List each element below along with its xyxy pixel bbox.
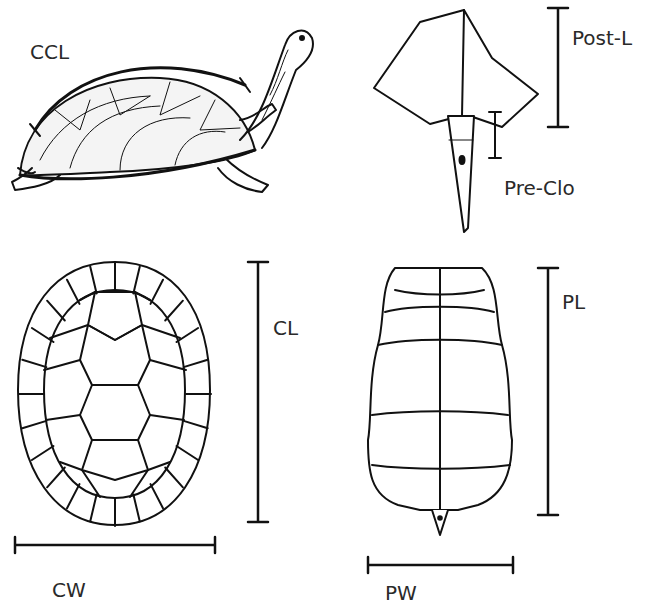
- plastron: [368, 268, 512, 535]
- turtle-side-view: [12, 31, 313, 192]
- marginal-seam: [67, 484, 80, 508]
- marginal-seam: [32, 328, 54, 342]
- marginal-seam: [151, 484, 164, 508]
- marginal-seam: [186, 393, 211, 395]
- marginal-seam: [177, 446, 199, 460]
- marginal-seam: [114, 262, 116, 290]
- marginal-seam: [165, 468, 183, 488]
- marginal-seam: [47, 468, 65, 488]
- plastron-posterior: [374, 10, 538, 232]
- marginal-seam: [165, 301, 183, 321]
- cw-label: CW: [52, 580, 86, 600]
- marginal-seam: [151, 280, 164, 304]
- marginal-seam: [133, 267, 139, 294]
- ccl-label: CCL: [30, 42, 69, 62]
- marginal-seam: [184, 360, 208, 367]
- marginal-seam: [32, 446, 54, 460]
- marginal-seam: [19, 393, 44, 395]
- pl-label: PL: [562, 292, 585, 312]
- marginal-seam: [184, 421, 208, 428]
- marginal-seam: [90, 267, 96, 294]
- marginal-seam: [67, 280, 80, 304]
- carapace: [18, 262, 211, 526]
- marginal-seam: [22, 421, 46, 428]
- cl-label: CL: [273, 318, 298, 338]
- post-l-label: Post-L: [572, 28, 632, 48]
- marginal-seam: [133, 495, 139, 522]
- marginal-seam: [114, 498, 116, 526]
- marginal-seam: [47, 301, 65, 321]
- pre-clo-label: Pre-Clo: [502, 178, 577, 198]
- marginal-seam: [90, 495, 96, 522]
- marginal-seam: [177, 328, 199, 342]
- pw-label: PW: [385, 583, 417, 603]
- marginal-seam: [22, 360, 46, 367]
